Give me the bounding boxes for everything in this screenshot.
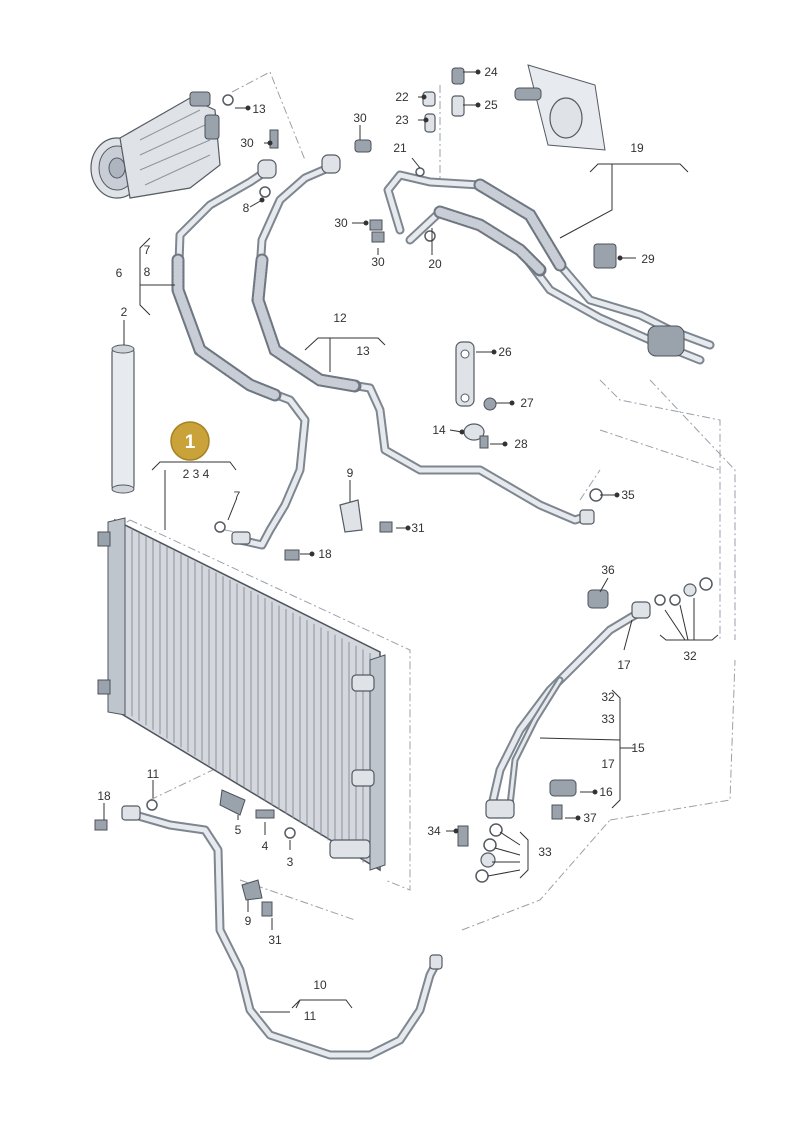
- callout-31a: 31: [411, 521, 425, 535]
- callout-32b: 32: [601, 690, 615, 704]
- callout-5: 5: [235, 823, 242, 837]
- callout-17b: 17: [601, 757, 615, 771]
- badge-label: 1: [185, 432, 196, 453]
- callout-27: 27: [520, 396, 534, 410]
- callout-17a: 17: [617, 658, 631, 672]
- arrow-leaders: [235, 69, 636, 834]
- callout-18a: 18: [97, 789, 111, 803]
- leader-lines: [103, 125, 719, 1013]
- callout-31b: 31: [268, 933, 282, 947]
- callout-labels: 2 3 4 2 3 4 5 6 7 8 7 8 9 9 10 11 11 12 …: [97, 65, 697, 1023]
- callout-11b: 11: [147, 767, 160, 781]
- callout-9b: 9: [245, 914, 252, 928]
- callout-15: 15: [631, 741, 645, 755]
- callout-35: 35: [621, 488, 635, 502]
- callout-2: 2: [121, 305, 128, 319]
- callout-7a: 7: [144, 243, 151, 257]
- callout-29: 29: [641, 252, 655, 266]
- callout-19: 19: [630, 141, 644, 155]
- callout-37: 37: [583, 811, 597, 825]
- assembly-guide-lines: [99, 71, 736, 931]
- condenser: [97, 517, 386, 872]
- callout-26: 26: [498, 345, 512, 359]
- callout-32a: 32: [683, 649, 697, 663]
- callout-11a: 11: [304, 1009, 317, 1023]
- callout-21: 21: [393, 141, 407, 155]
- callout-6: 6: [116, 266, 123, 280]
- callout-18b: 18: [318, 547, 332, 561]
- callout-3: 3: [287, 855, 294, 869]
- callout-234: 2 3 4: [183, 467, 210, 481]
- callout-4: 4: [262, 839, 269, 853]
- callout-10: 10: [313, 978, 327, 992]
- callout-7b: 7: [234, 489, 241, 503]
- callout-13a: 13: [356, 344, 370, 358]
- callout-25: 25: [484, 98, 498, 112]
- callout-34: 34: [427, 824, 441, 838]
- callout-23: 23: [395, 113, 409, 127]
- refrigerant-hoses: [130, 160, 715, 1060]
- callout-30c: 30: [334, 216, 348, 230]
- callout-30d: 30: [371, 255, 385, 269]
- callout-12: 12: [333, 311, 347, 325]
- callout-30b: 30: [353, 111, 367, 125]
- highlight-badge[interactable]: 1: [170, 421, 210, 461]
- callout-8a: 8: [144, 265, 151, 279]
- receiver-dryer: [111, 344, 135, 494]
- callout-33b: 33: [538, 845, 552, 859]
- callout-22: 22: [395, 90, 409, 104]
- callout-24: 24: [484, 65, 498, 79]
- callout-9a: 9: [347, 466, 354, 480]
- callout-8b: 8: [243, 201, 250, 215]
- callout-28: 28: [514, 437, 528, 451]
- callout-36: 36: [601, 563, 615, 577]
- callout-20: 20: [428, 257, 442, 271]
- ac-compressor: [90, 91, 221, 199]
- callout-16: 16: [599, 785, 613, 799]
- callout-14: 14: [432, 423, 446, 437]
- fittings-and-parts: [94, 64, 713, 970]
- callout-13b: 13: [252, 102, 266, 116]
- callout-33a: 33: [601, 712, 615, 726]
- callout-30a: 30: [240, 136, 254, 150]
